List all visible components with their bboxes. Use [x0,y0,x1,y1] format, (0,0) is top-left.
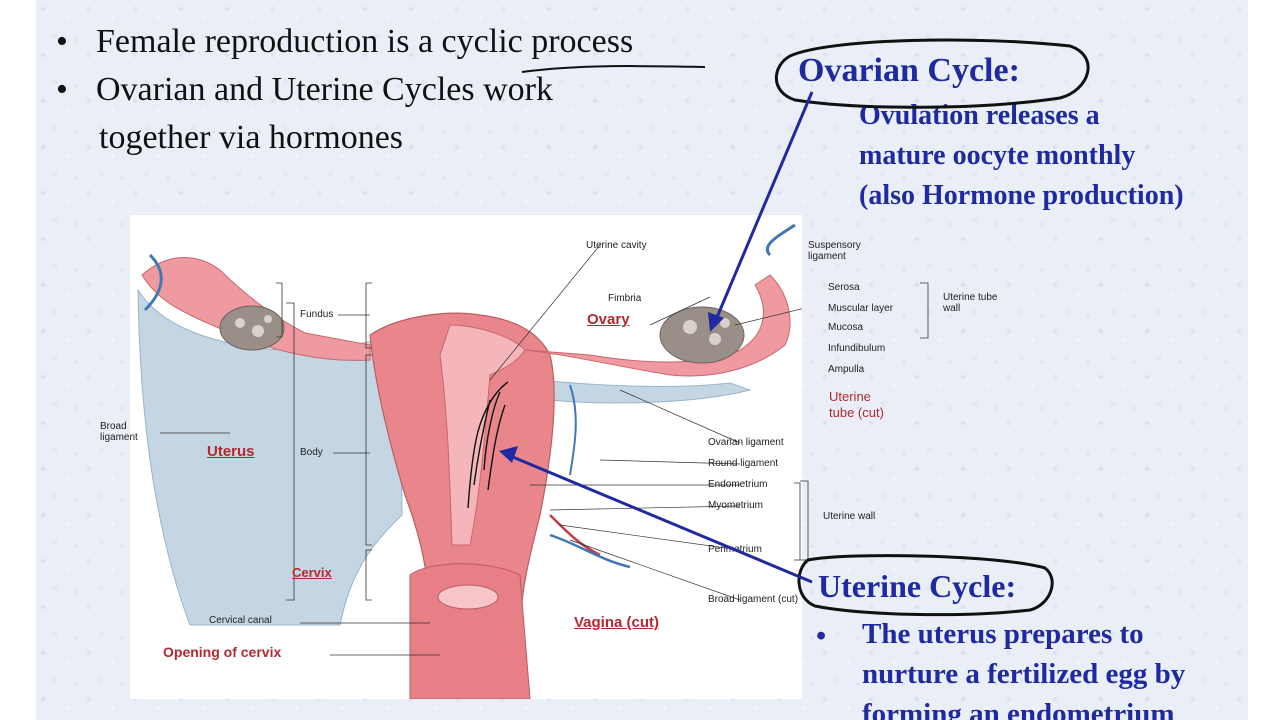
label-vagina-cut: Vagina (cut) [574,614,660,631]
label-uterus: Uterus [207,443,255,460]
label-cervical-canal: Cervical canal [209,615,272,626]
label-muscular-layer: Muscular layer [828,303,894,314]
ovarian-cycle-title: Ovarian Cycle: [798,52,1020,89]
ovarian-line: Ovulation releases a [859,100,1100,131]
uterine-line: nurture a fertilized egg by [862,658,1186,690]
label-ovarian-ligament: Ovarian ligament [708,437,784,448]
label-opening-of-cervix: Opening of cervix [163,644,282,660]
label-endometrium: Endometrium [708,479,768,490]
bullet-text: Ovarian and Uterine Cycles work [96,71,553,108]
bullet-cyclic: • Female reproduction is a cyclic process [56,20,633,64]
label-infundibulum: Infundibulum [828,343,886,354]
label-round-ligament: Round ligament [708,458,779,469]
label-uterine-tube-wall: Uterine tube wall [943,292,998,314]
ovarian-line: (also Hormone production) [859,180,1184,211]
label-suspensory-ligament: Suspensory ligament [808,240,861,262]
uterine-line: forming an endometrium [862,698,1175,720]
label-fundus: Fundus [300,309,334,320]
bullet-text: Female reproduction is a cyclic process [96,23,634,60]
right-ovary [659,306,745,364]
label-mucosa: Mucosa [828,322,864,333]
vagina [409,563,531,700]
right-broad-ligament [537,379,752,404]
ovarian-line: mature oocyte monthly [859,140,1136,171]
slide: • Female reproduction is a cyclic process… [36,0,1248,720]
uterine-bullet-marker: • [816,620,827,652]
label-perimetrium: Perimetrium [708,544,762,555]
bullet-cycles-continued: together via hormones [99,119,404,156]
label-uterine-cavity: Uterine cavity [586,240,647,251]
label-uterine-tube-cut: Uterine tube (cut) [829,389,884,420]
label-cervix: Cervix [292,565,332,580]
label-serosa: Serosa [828,282,860,293]
right-uterine-tube [524,274,791,377]
left-ovary [219,305,285,351]
label-uterine-wall: Uterine wall [823,511,876,522]
uterus-anatomy-diagram: Uterine cavity Suspensory ligament Fimbr… [100,215,861,700]
label-ampulla: Ampulla [828,364,865,375]
label-body: Body [300,447,323,458]
uterine-cycle-title: Uterine Cycle: [818,568,1017,604]
label-ovary: Ovary [587,311,630,328]
bullet-cycles: • Ovarian and Uterine Cycles work [56,68,553,112]
label-broad-ligament: Broad ligament [100,421,138,443]
cervix-opening [437,584,499,610]
label-fimbria: Fimbria [608,293,642,304]
bullet-marker: • [56,23,68,60]
label-myometrium: Myometrium [708,500,764,511]
label-broad-ligament-cut: Broad ligament (cut) [708,594,799,605]
bullet-marker: • [56,71,68,108]
uterine-line: The uterus prepares to [862,618,1144,650]
